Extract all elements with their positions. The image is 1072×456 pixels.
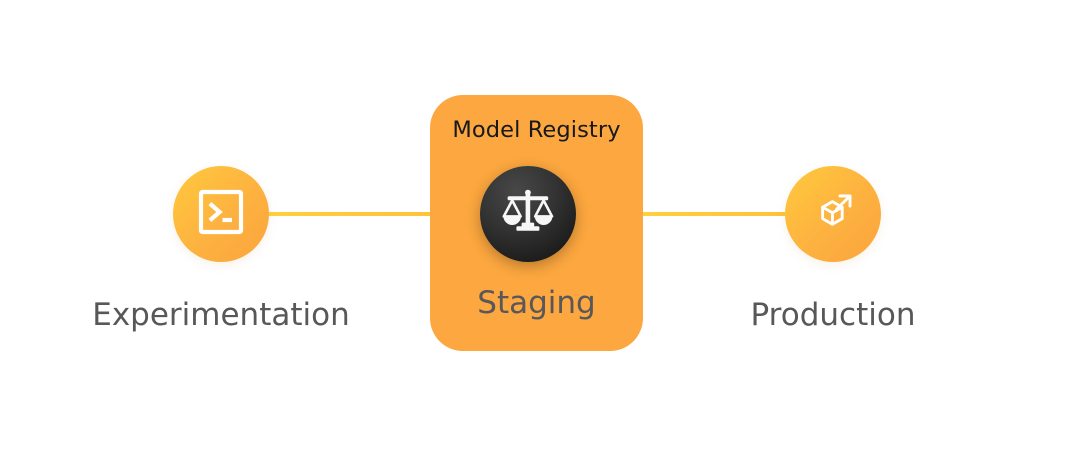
model-registry-node[interactable]	[480, 166, 576, 262]
stage-node-production[interactable]	[785, 166, 881, 262]
connector-experimentation-to-staging	[262, 212, 444, 216]
model-registry-title: Model Registry	[452, 117, 621, 143]
terminal-icon	[194, 185, 248, 243]
cube-deploy-arrow-icon	[805, 184, 861, 244]
stage-label-production: Production	[750, 297, 916, 333]
scales-balance-icon	[499, 183, 557, 245]
stage-label-staging: Staging	[477, 285, 596, 321]
stage-node-experimentation[interactable]	[173, 166, 269, 262]
connector-staging-to-production	[632, 212, 794, 216]
stage-label-experimentation: Experimentation	[92, 297, 350, 333]
staging-card[interactable]: Model Registry Staging	[430, 95, 643, 351]
